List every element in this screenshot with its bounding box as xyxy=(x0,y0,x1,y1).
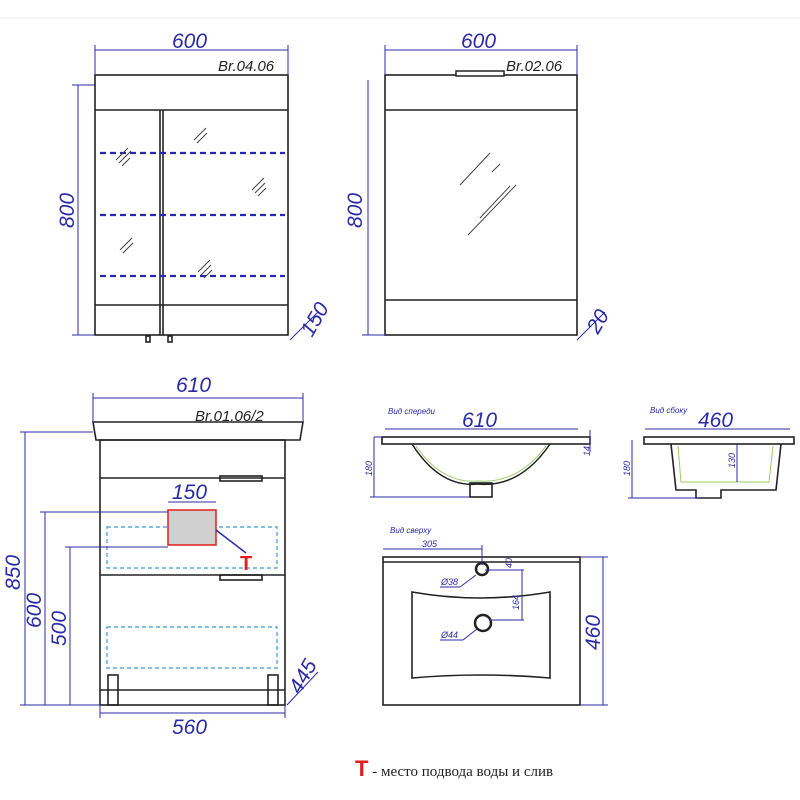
model-label: Br.01.06/2 xyxy=(195,408,264,425)
depth-dimension: 460 xyxy=(698,409,733,432)
tap-offset-dimension: 305 xyxy=(422,539,438,549)
depth-dimension: 445 xyxy=(284,655,322,697)
outlet-width-dimension: 150 xyxy=(172,481,207,504)
depth-dimension: 150 xyxy=(296,298,334,340)
sink-side-view: Вид сбоку 460 180 130 xyxy=(622,406,795,499)
height-dimension: 850 xyxy=(2,555,25,590)
width-dimension: 600 xyxy=(172,30,207,53)
height-dimension: 180 xyxy=(364,461,374,476)
view-title: Вид сверху xyxy=(390,526,432,535)
legend-text: - место подвода воды и слив xyxy=(372,764,554,780)
legend: T - место подвода воды и слив xyxy=(355,756,553,782)
view-title: Вид спереди xyxy=(388,407,436,416)
tap-hole-diameter: Ø38 xyxy=(440,577,458,587)
view-title: Вид сбоку xyxy=(650,406,688,415)
hole-offset-dimension: 40 xyxy=(504,558,514,568)
thickness-dimension: 14 xyxy=(582,446,592,456)
legend-marker: T xyxy=(355,756,369,781)
body-width-dimension: 560 xyxy=(172,716,207,739)
width-dimension: 610 xyxy=(462,409,497,432)
bowl-depth-dimension: 130 xyxy=(727,453,737,468)
model-label: Br.04.06 xyxy=(218,58,275,75)
mirror-cabinet-shelves: 600 800 150 Br.04.06 xyxy=(56,30,334,343)
drain-offset-dimension: 164 xyxy=(511,595,521,610)
vanity-unit: T 610 Br.01.06/2 150 850 600 500 445 560 xyxy=(2,374,322,739)
depth-dimension: 460 xyxy=(582,615,605,650)
sink-top-view: Вид сверху 305 Ø38 Ø44 40 164 460 xyxy=(382,526,608,706)
water-outlet-zone xyxy=(167,509,217,546)
mirror-cabinet: 600 800 20 Br.02.06 xyxy=(344,30,614,341)
height-dimension: 800 xyxy=(344,193,367,228)
drain-hole-diameter: Ø44 xyxy=(440,630,458,640)
sink-front-view: Вид спереди 610 180 14 xyxy=(364,407,592,498)
outlet-top-dimension: 600 xyxy=(23,593,46,628)
top-width-dimension: 610 xyxy=(176,374,211,397)
width-dimension: 600 xyxy=(461,30,496,53)
outlet-bottom-dimension: 500 xyxy=(48,611,71,646)
height-dimension: 800 xyxy=(56,193,79,228)
depth-dimension: 20 xyxy=(582,305,614,338)
water-connection-marker: T xyxy=(240,553,252,575)
model-label: Br.02.06 xyxy=(506,58,563,75)
height-dimension: 180 xyxy=(622,461,632,476)
